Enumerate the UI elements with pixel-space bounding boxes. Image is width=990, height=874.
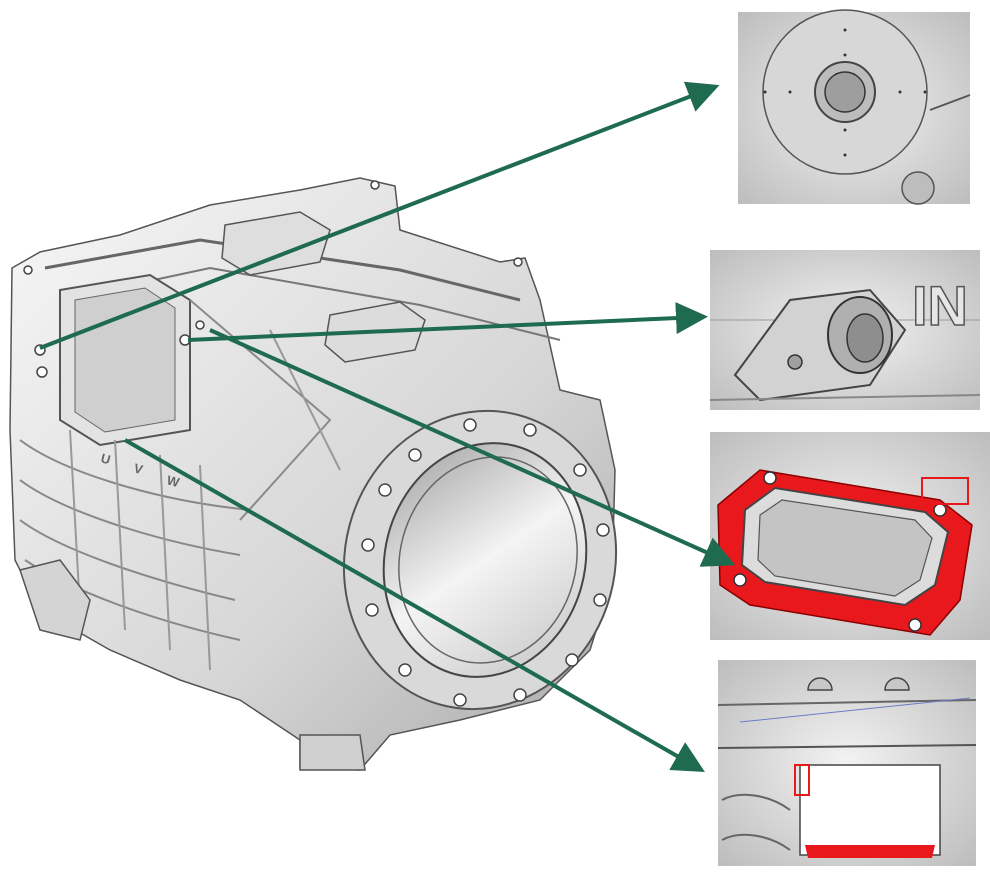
embossed-letter-v: V	[132, 460, 145, 477]
detail-view-boss-with-center-hole	[738, 9, 971, 205]
callout-arrows	[39, 81, 736, 772]
embossed-letter-u: U	[99, 450, 112, 467]
embossed-text-in: IN	[912, 274, 968, 337]
detail-view-sealing-flange-highlighted	[710, 432, 990, 640]
detail-view-lug-with-hole: IN	[709, 250, 981, 410]
callout-arrow-4	[124, 438, 705, 772]
embossed-letter-w: W	[165, 472, 181, 490]
callout-arrow-3	[209, 328, 736, 567]
callout-arrow-1	[39, 81, 720, 350]
motor-housing-casting-icon: U V W	[9, 177, 618, 771]
detail-view-slot-section-highlighted	[717, 660, 977, 866]
callout-arrow-2	[187, 302, 708, 342]
